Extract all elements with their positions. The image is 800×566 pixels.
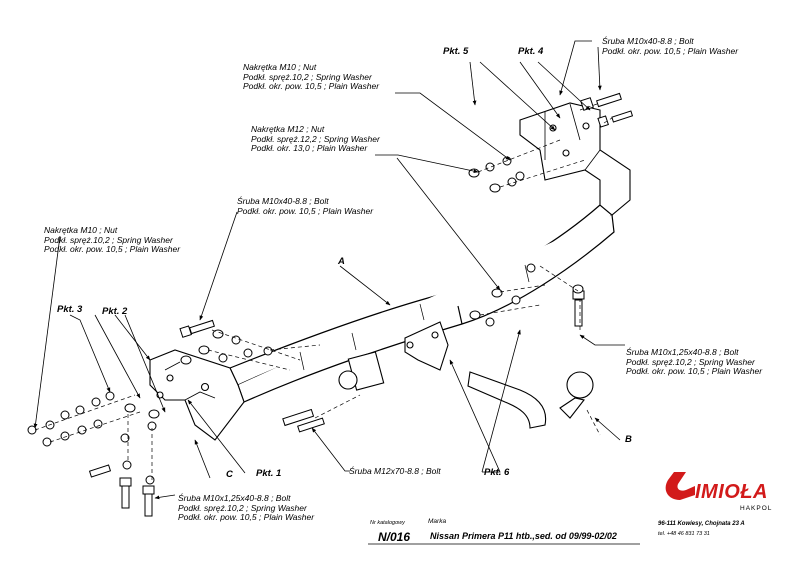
label-bolt-m10x125-right: Śruba M10x1,25x40-8.8 ; Bolt Podkł. sprę… xyxy=(626,347,763,377)
catalog-number: N/016 xyxy=(378,530,411,544)
label-line: Śruba M10x1,25x40-8.8 ; Bolt xyxy=(178,493,291,503)
label-line: Śruba M10x40-8.8 ; Bolt xyxy=(602,36,694,46)
company-logo: IMIOŁA xyxy=(695,481,768,503)
label-line: Podkł. okr. pow. 10,5 ; Plain Washer xyxy=(237,205,374,216)
label-line: Nakrętka M12 ; Nut xyxy=(251,124,325,134)
label-nut-m10-left: Nakrętka M10 ; Nut Podkł. spręż.10,2 ; S… xyxy=(44,225,181,255)
part-letter-b: B xyxy=(625,434,632,445)
company-phone: tel. +48 46 831 73 31 xyxy=(658,531,710,537)
point-2-label: Pkt. 2 xyxy=(102,306,128,317)
point-6-label: Pkt. 6 xyxy=(484,467,510,478)
label-line: Śruba M10x1,25x40-8.8 ; Bolt xyxy=(626,347,739,357)
catalog-number-caption: Nr katalogowy xyxy=(370,520,405,526)
fasteners xyxy=(88,92,634,517)
label-line: Podkł. okr. pow. 10,5 ; Plain Washer xyxy=(243,81,380,92)
label-line: Podkł. okr. pow. 10,5 ; Plain Washer xyxy=(44,244,181,255)
label-line: Podkł. okr. 13,0 ; Plain Washer xyxy=(251,143,368,154)
label-line: Podkł. okr. pow. 10,5 ; Plain Washer xyxy=(626,366,763,377)
label-line: Nakrętka M10 ; Nut xyxy=(243,62,317,72)
company-address: 96-111 Kowiesy, Chojnata 23 A xyxy=(658,521,745,527)
label-nut-m12: Nakrętka M12 ; Nut Podkł. spręż.12,2 ; S… xyxy=(251,124,380,154)
point-1-label: Pkt. 1 xyxy=(256,468,282,479)
left-bracket xyxy=(149,349,245,441)
logo-hook-icon xyxy=(665,472,695,500)
label-line: Podkł. okr. pow. 10,5 ; Plain Washer xyxy=(178,512,315,523)
label-line: Nakrętka M10 ; Nut xyxy=(44,225,118,235)
label-bolt-m10x40-middle: Śruba M10x40-8.8 ; Bolt Podkł. okr. pow.… xyxy=(237,196,374,216)
company-subbrand: HAKPOL xyxy=(740,505,773,512)
point-4-label: Pkt. 4 xyxy=(518,46,544,57)
label-line: Podkł. okr. pow. 10,5 ; Plain Washer xyxy=(602,45,739,56)
label-line: Podkł. spręż.10,2 ; Spring Washer xyxy=(243,71,372,82)
part-letter-a: A xyxy=(338,256,345,267)
leader-lines xyxy=(33,40,625,500)
label-line: Podkł. spręż.10,2 ; Spring Washer xyxy=(626,356,755,367)
part-letter-c: C xyxy=(226,469,233,480)
point-3-label: Pkt. 3 xyxy=(57,304,83,315)
label-line: Śruba M12x70-8.8 ; Bolt xyxy=(349,466,441,476)
label-bolt-m12x70: Śruba M12x70-8.8 ; Bolt xyxy=(349,466,441,477)
label-line: Podkł. spręż.10,2 ; Spring Washer xyxy=(44,234,173,245)
label-line: Podkł. spręż.12,2 ; Spring Washer xyxy=(251,133,380,144)
label-line: Podkł. spręż.10,2 ; Spring Washer xyxy=(178,502,307,513)
brand-caption: Marka xyxy=(428,518,447,525)
label-bolt-m10x40-top-right: Śruba M10x40-8.8 ; Bolt Podkł. okr. pow.… xyxy=(602,36,739,56)
label-bolt-m10x125-bottom: Śruba M10x1,25x40-8.8 ; Bolt Podkł. sprę… xyxy=(178,493,315,523)
point-5-label: Pkt. 5 xyxy=(443,46,469,57)
label-line: Śruba M10x40-8.8 ; Bolt xyxy=(237,196,329,206)
vehicle-model: Nissan Primera P11 htb.,sed. od 09/99-02… xyxy=(430,531,617,541)
assembly-lines xyxy=(34,103,613,480)
label-nut-m10-top: Nakrętka M10 ; Nut Podkł. spręż.10,2 ; S… xyxy=(243,62,380,92)
center-mount-and-ball xyxy=(338,321,594,429)
crossbar-a xyxy=(229,204,615,403)
